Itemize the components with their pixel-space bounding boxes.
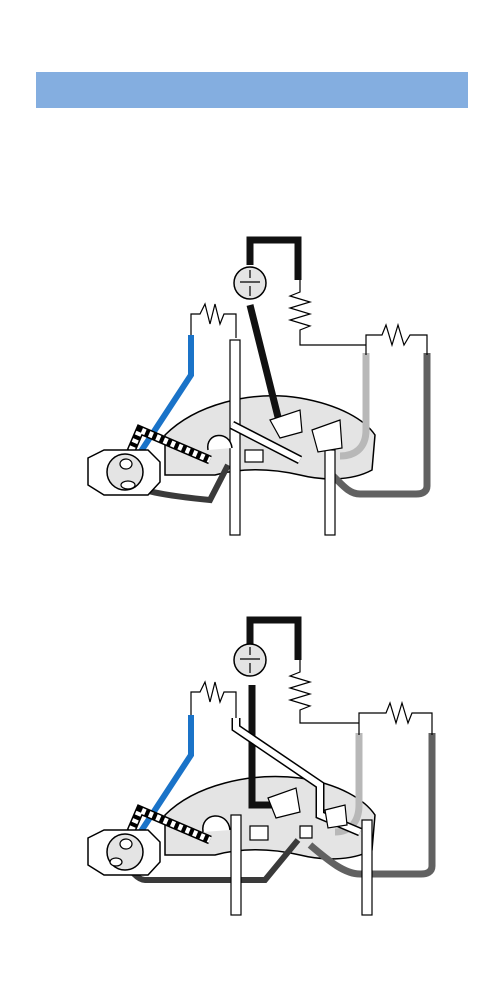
probe-right <box>362 820 372 915</box>
wiring-diagram-2-svg <box>0 600 504 930</box>
tube-socket-icon <box>88 830 160 875</box>
probe-left <box>230 340 240 535</box>
probe-left <box>231 815 241 915</box>
wiring-diagram-1 <box>0 220 504 550</box>
wiring-diagram-2 <box>0 600 504 930</box>
contact-2 <box>250 826 268 840</box>
circuit-board <box>165 396 375 479</box>
contact-2 <box>245 450 263 462</box>
resistor-right <box>366 325 427 355</box>
contact-4 <box>300 826 312 838</box>
resistor-vertical <box>290 280 366 345</box>
wiring-diagram-1-svg <box>0 220 504 550</box>
tube-socket-icon <box>88 450 160 495</box>
probe-right <box>325 450 335 535</box>
resistor-vertical <box>290 660 359 723</box>
resistor-right <box>359 703 432 735</box>
header-bar <box>36 72 468 108</box>
resistor-left <box>191 682 236 718</box>
resistor-left <box>191 304 236 338</box>
